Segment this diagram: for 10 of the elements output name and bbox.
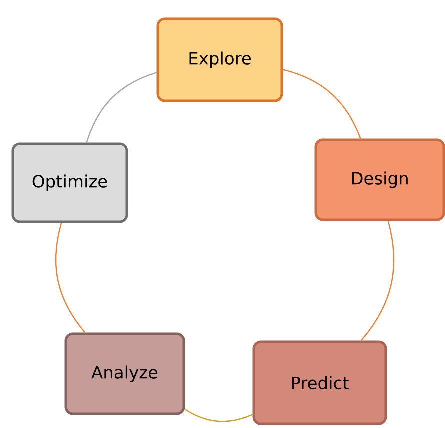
connector-arc bbox=[283, 69, 362, 139]
connector-arc bbox=[55, 223, 86, 334]
process-box: Explore bbox=[156, 18, 284, 102]
process-box: Analyze bbox=[64, 332, 186, 416]
process-box: Predict bbox=[252, 340, 388, 426]
connector-arc bbox=[184, 409, 253, 422]
connector-arc bbox=[86, 72, 157, 143]
process-box: Design bbox=[314, 138, 445, 222]
process-box: Optimize bbox=[12, 142, 128, 224]
connector-arc bbox=[360, 221, 395, 342]
